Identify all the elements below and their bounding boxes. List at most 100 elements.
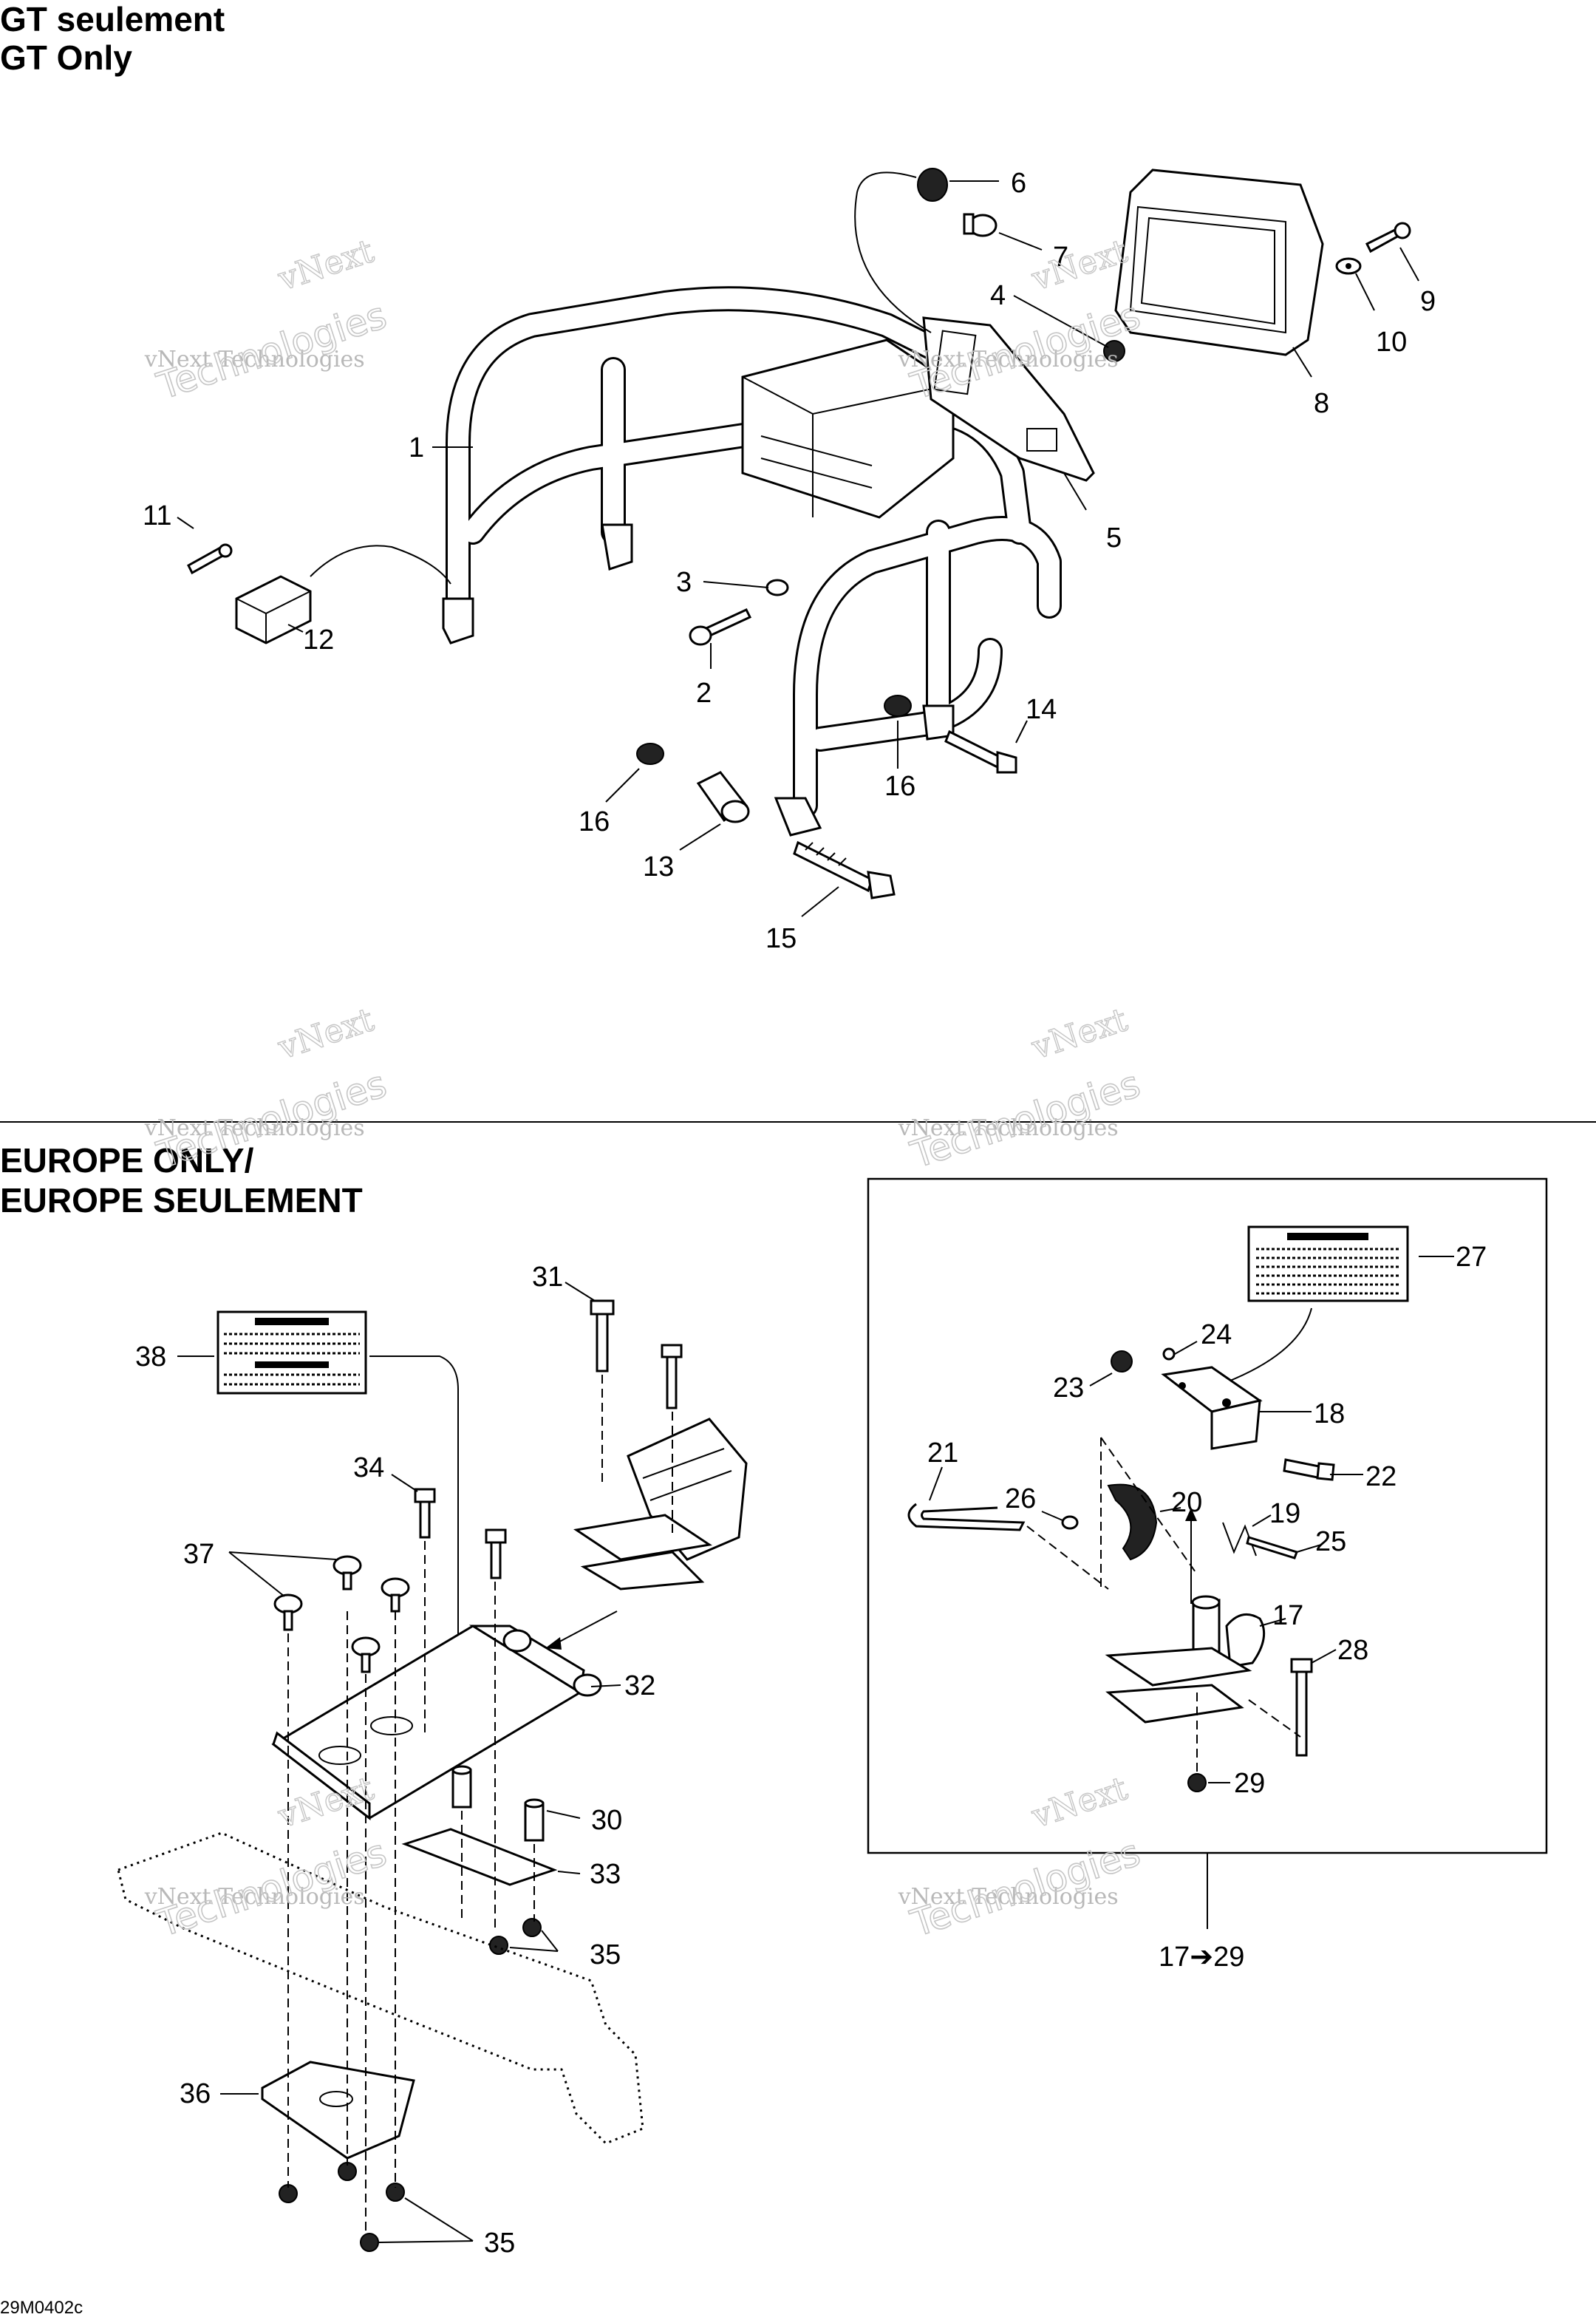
callout-11: 11 <box>143 500 171 531</box>
carriage-bolts-37 <box>273 1555 410 1673</box>
callout-30: 30 <box>591 1805 622 1836</box>
callout-13: 13 <box>643 851 674 882</box>
bolts-34 <box>414 1488 507 1579</box>
spacers-30 <box>451 1765 545 1842</box>
tail-light <box>1114 169 1324 356</box>
hitch-pin-21 <box>907 1503 1026 1531</box>
callout-31: 31 <box>532 1262 563 1293</box>
bushing-16-right <box>884 695 912 717</box>
callout-12: 12 <box>303 625 334 656</box>
callout-37: 37 <box>183 1539 214 1570</box>
nut-23 <box>1111 1350 1133 1372</box>
bulb-socket <box>917 168 948 202</box>
warning-label-38 <box>216 1310 367 1395</box>
callout-20: 20 <box>1171 1487 1202 1518</box>
callout-32: 32 <box>624 1670 655 1701</box>
svg-text:vNext Technologies: vNext Technologies <box>898 347 1119 373</box>
inset-leader-lines <box>929 1256 1454 1783</box>
callout-26: 26 <box>1005 1483 1036 1514</box>
svg-text:vNext: vNext <box>1027 232 1132 299</box>
watermark-4: vNext vNext Technologies Technologies <box>898 1000 1146 1177</box>
warning-label-27 <box>1247 1225 1409 1302</box>
callout-23: 23 <box>1053 1372 1084 1404</box>
callout-10: 10 <box>1376 327 1407 358</box>
gt-callouts: 1 2 3 4 5 6 7 8 9 10 11 12 13 14 15 16 1… <box>143 168 1436 954</box>
pin-25 <box>1246 1536 1298 1559</box>
callout-18: 18 <box>1314 1398 1345 1429</box>
callout-8: 8 <box>1314 388 1329 419</box>
svg-text:vNext: vNext <box>1027 1769 1132 1836</box>
gt-leader-lines <box>177 180 1419 917</box>
callout-4: 4 <box>990 280 1006 311</box>
callout-16b: 16 <box>579 806 610 837</box>
plate-33 <box>401 1828 558 1886</box>
callout-5: 5 <box>1106 523 1122 554</box>
svg-text:vNext Technologies: vNext Technologies <box>144 347 365 373</box>
nuts-35-lower <box>279 2162 405 2252</box>
callout-9: 9 <box>1420 286 1436 317</box>
callout-2: 2 <box>696 678 712 709</box>
spacer-13 <box>696 771 750 823</box>
nut-4 <box>1103 340 1125 362</box>
callout-14: 14 <box>1026 694 1057 725</box>
callout-34: 34 <box>353 1452 384 1483</box>
bolt-28 <box>1290 1658 1313 1757</box>
vehicle-frame-outline <box>117 1831 644 2145</box>
callout-21: 21 <box>927 1438 958 1469</box>
callout-7: 7 <box>1053 242 1068 273</box>
europe-callouts: 17 18 19 20 21 22 23 24 25 26 27 28 29 3… <box>135 1242 1487 2259</box>
hitch-receiver <box>573 1418 748 1591</box>
gt-heading-en: GT Only <box>0 38 132 77</box>
nuts-35-upper <box>489 1918 542 1955</box>
diagram-reference: 29M0402c <box>0 2298 83 2318</box>
callout-38: 38 <box>135 1341 166 1372</box>
range-label: 17➔29 <box>1159 1942 1244 1973</box>
svg-text:vNext Technologies: vNext Technologies <box>144 1115 365 1141</box>
europe-heading-en: EUROPE ONLY/ <box>0 1141 254 1180</box>
inset-assembly-lines <box>1026 1437 1301 1774</box>
bulb <box>963 213 998 237</box>
nut-29 <box>1187 1773 1207 1792</box>
bolts-31 <box>590 1299 683 1409</box>
light-wire <box>854 171 932 333</box>
callout-19: 19 <box>1269 1498 1300 1529</box>
screw-24 <box>1162 1347 1176 1361</box>
callout-36: 36 <box>180 2078 211 2109</box>
europe-heading-fr: EUROPE SEULEMENT <box>0 1181 363 1219</box>
svg-text:vNext Technologies: vNext Technologies <box>144 1884 365 1910</box>
bolt-2 <box>689 608 752 646</box>
watermark-6: vNext vNext Technologies Technologies <box>898 1769 1146 1946</box>
callout-33: 33 <box>590 1859 621 1890</box>
svg-text:vNext: vNext <box>1027 1001 1132 1067</box>
svg-text:vNext Technologies: vNext Technologies <box>898 1884 1119 1910</box>
callout-1: 1 <box>409 432 424 463</box>
bushing-16-left <box>636 743 664 765</box>
bolt-22 <box>1283 1458 1335 1481</box>
washer-26 <box>1061 1515 1079 1530</box>
callout-35b: 35 <box>484 2228 515 2259</box>
callout-6: 6 <box>1011 168 1026 199</box>
watermark-1: vNext vNext Technologies Technologies <box>144 231 392 409</box>
svg-text:vNext Technologies: vNext Technologies <box>898 1115 1119 1141</box>
callout-35a: 35 <box>590 1939 621 1970</box>
bolt-14 <box>944 729 1017 774</box>
svg-text:vNext: vNext <box>273 1001 378 1067</box>
callout-17: 17 <box>1272 1600 1303 1631</box>
callout-28: 28 <box>1337 1635 1368 1666</box>
light-bracket <box>922 316 1095 482</box>
callout-24: 24 <box>1201 1319 1232 1350</box>
callout-29: 29 <box>1234 1768 1265 1799</box>
europe-leader-lines <box>177 1282 621 2243</box>
callout-22: 22 <box>1365 1461 1396 1492</box>
plate-alignment-lines <box>287 1375 673 2236</box>
clip-20 <box>1107 1483 1158 1561</box>
callout-15: 15 <box>765 923 797 954</box>
callout-27: 27 <box>1456 1242 1487 1273</box>
gt-heading-fr: GT seulement <box>0 0 225 38</box>
watermark-3: vNext vNext Technologies Technologies <box>144 1000 392 1177</box>
bolt-15 <box>793 840 896 899</box>
callout-3: 3 <box>676 567 692 598</box>
hitch-ball-17 <box>1105 1595 1266 1724</box>
callout-25: 25 <box>1315 1526 1346 1557</box>
